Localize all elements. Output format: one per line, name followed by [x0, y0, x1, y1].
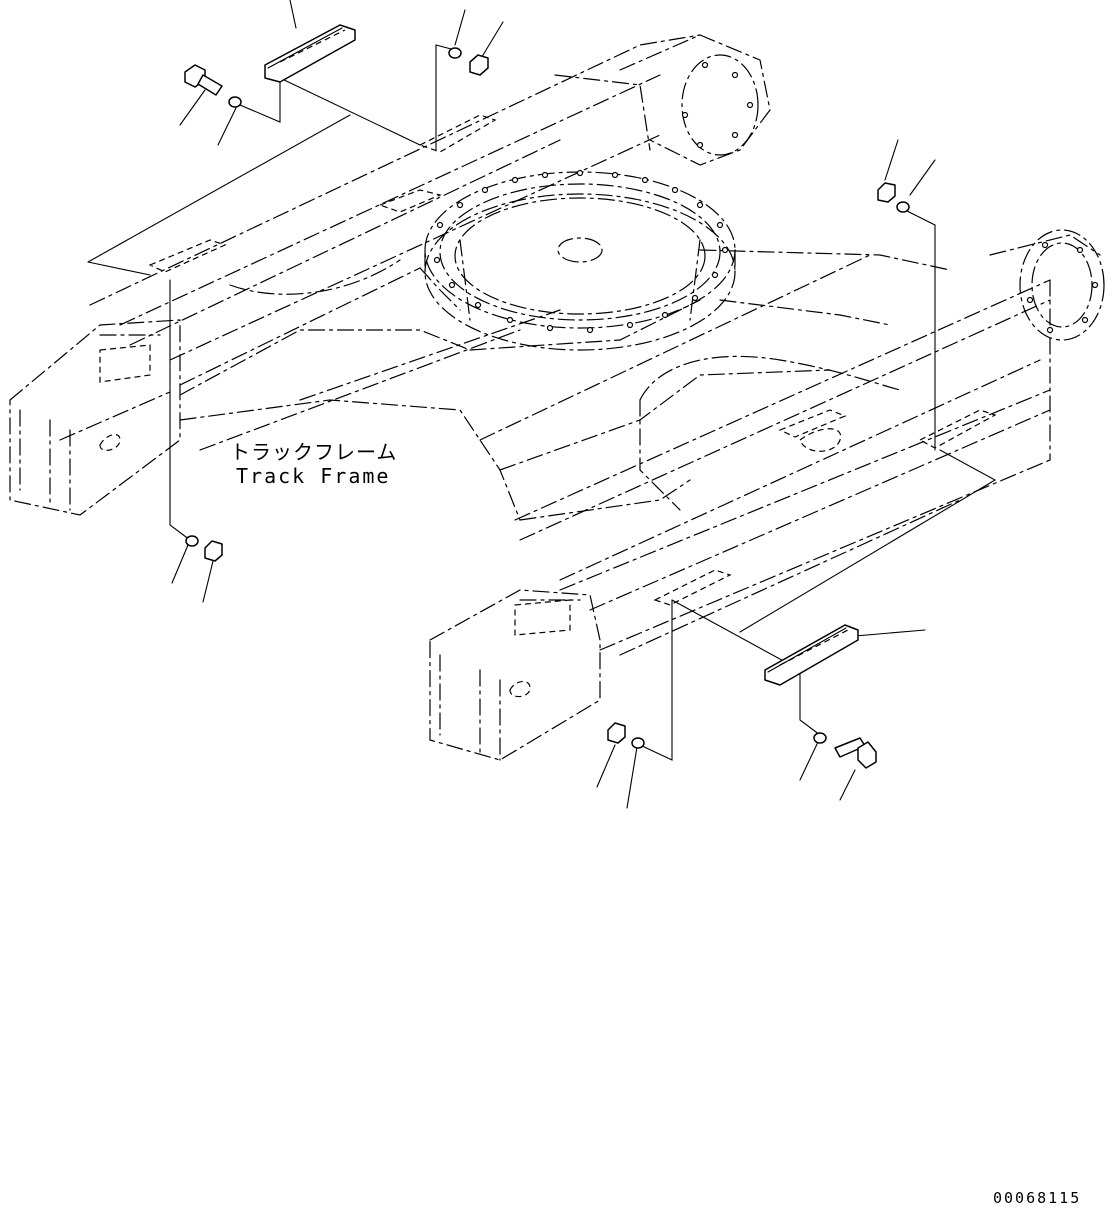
label-en: Track Frame — [236, 464, 390, 488]
label-jp: トラックフレーム — [230, 440, 397, 464]
rear-end-bolt-holes — [681, 54, 1105, 341]
leader-lines — [87, 0, 997, 809]
bolt-top-left — [184, 64, 223, 96]
washers — [185, 47, 910, 749]
step-top — [264, 24, 356, 83]
swing-circle-bolt-holes — [433, 169, 729, 334]
step-bottom-right — [764, 624, 859, 686]
bolt-bottom-right — [834, 737, 877, 769]
swing-circle — [424, 169, 736, 351]
drawing-id: 00068115 — [993, 1189, 1081, 1207]
box-slots — [99, 344, 842, 698]
nuts — [204, 54, 896, 744]
step-mounts — [148, 114, 997, 606]
track-frame-outline — [9, 34, 1101, 761]
